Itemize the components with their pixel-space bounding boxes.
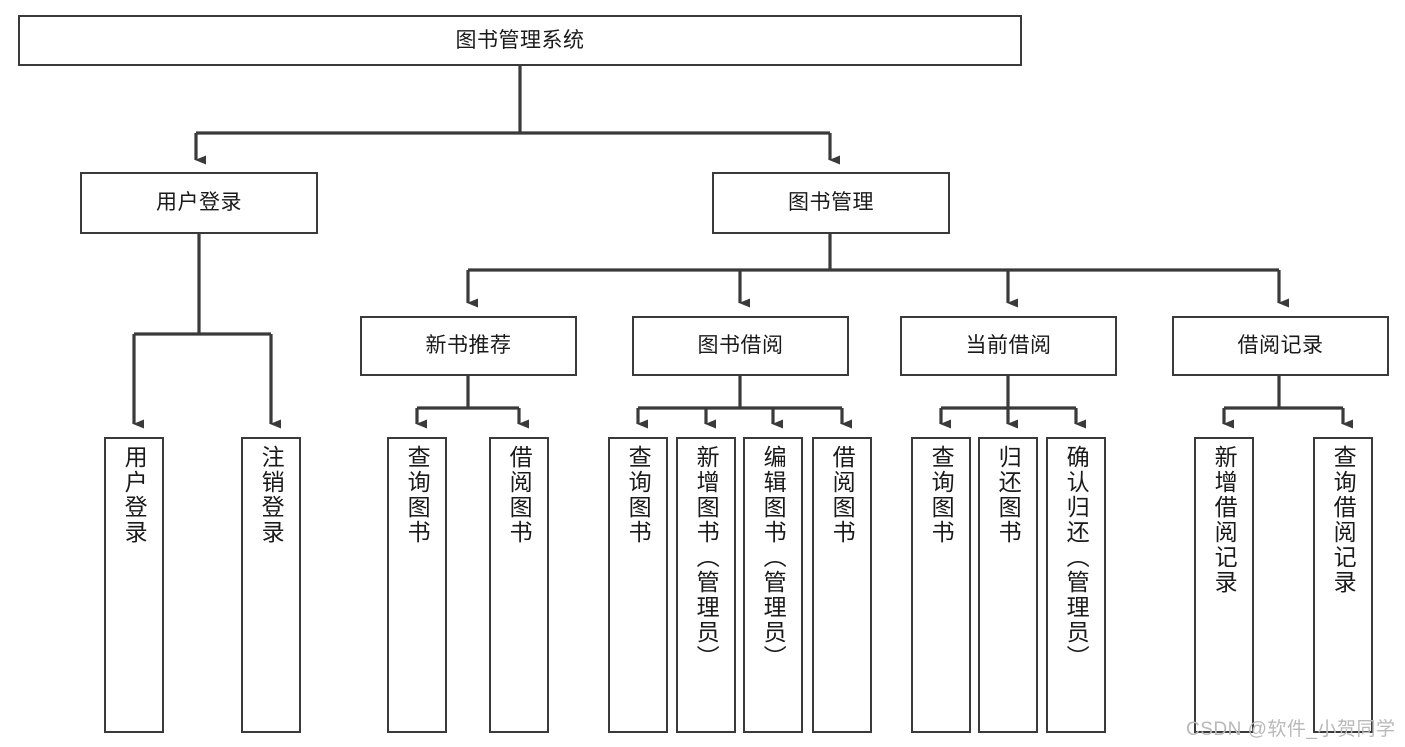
node-new-book-rec-label: 新书推荐: [425, 334, 512, 358]
node-leaf-query-book-a[interactable]: 查询图书: [387, 437, 447, 733]
node-leaf-query-book-c[interactable]: 查询图书: [911, 437, 971, 733]
node-leaf-add-record-label: 新增借阅记录: [1211, 445, 1238, 595]
node-current-borrow[interactable]: 当前借阅: [900, 316, 1117, 376]
node-leaf-logout[interactable]: 注销登录: [241, 437, 301, 733]
node-leaf-confirm-return-label: 确认归还（管理员）: [1063, 445, 1090, 670]
node-book-borrow[interactable]: 图书借阅: [632, 316, 849, 376]
node-book-borrow-label: 图书借阅: [697, 334, 784, 358]
node-leaf-add-book-label: 新增图书（管理员）: [693, 445, 720, 670]
node-leaf-borrow-book-a-label: 借阅图书: [506, 445, 533, 545]
node-leaf-add-record[interactable]: 新增借阅记录: [1194, 437, 1254, 733]
node-user-login[interactable]: 用户登录: [80, 172, 318, 234]
node-leaf-edit-book[interactable]: 编辑图书（管理员）: [743, 437, 803, 733]
node-leaf-logout-label: 注销登录: [258, 445, 285, 545]
node-root-label: 图书管理系统: [455, 28, 585, 52]
node-leaf-query-book-b[interactable]: 查询图书: [608, 437, 668, 733]
node-book-manage-label: 图书管理: [788, 191, 874, 215]
node-leaf-query-book-c-label: 查询图书: [928, 445, 955, 545]
watermark-text: CSDN @软件_小贺同学: [1186, 719, 1396, 740]
node-root[interactable]: 图书管理系统: [18, 15, 1022, 66]
node-new-book-rec[interactable]: 新书推荐: [360, 316, 577, 376]
node-leaf-query-record[interactable]: 查询借阅记录: [1313, 437, 1373, 733]
node-borrow-record-label: 借阅记录: [1237, 334, 1324, 358]
node-leaf-edit-book-label: 编辑图书（管理员）: [760, 445, 787, 670]
node-leaf-query-book-b-label: 查询图书: [625, 445, 652, 545]
node-leaf-return-book[interactable]: 归还图书: [978, 437, 1038, 733]
node-leaf-borrow-book-b[interactable]: 借阅图书: [812, 437, 872, 733]
node-leaf-query-book-a-label: 查询图书: [404, 445, 431, 545]
node-book-manage[interactable]: 图书管理: [712, 172, 950, 234]
node-leaf-add-book[interactable]: 新增图书（管理员）: [676, 437, 736, 733]
node-leaf-return-book-label: 归还图书: [995, 445, 1022, 545]
node-leaf-user-login-label: 用户登录: [121, 445, 148, 545]
node-leaf-borrow-book-b-label: 借阅图书: [829, 445, 856, 545]
node-leaf-borrow-book-a[interactable]: 借阅图书: [489, 437, 549, 733]
node-leaf-user-login[interactable]: 用户登录: [104, 437, 164, 733]
node-user-login-label: 用户登录: [156, 191, 242, 215]
node-borrow-record[interactable]: 借阅记录: [1172, 316, 1389, 376]
node-leaf-query-record-label: 查询借阅记录: [1330, 445, 1357, 595]
node-current-borrow-label: 当前借阅: [965, 334, 1052, 358]
node-leaf-confirm-return[interactable]: 确认归还（管理员）: [1046, 437, 1106, 733]
